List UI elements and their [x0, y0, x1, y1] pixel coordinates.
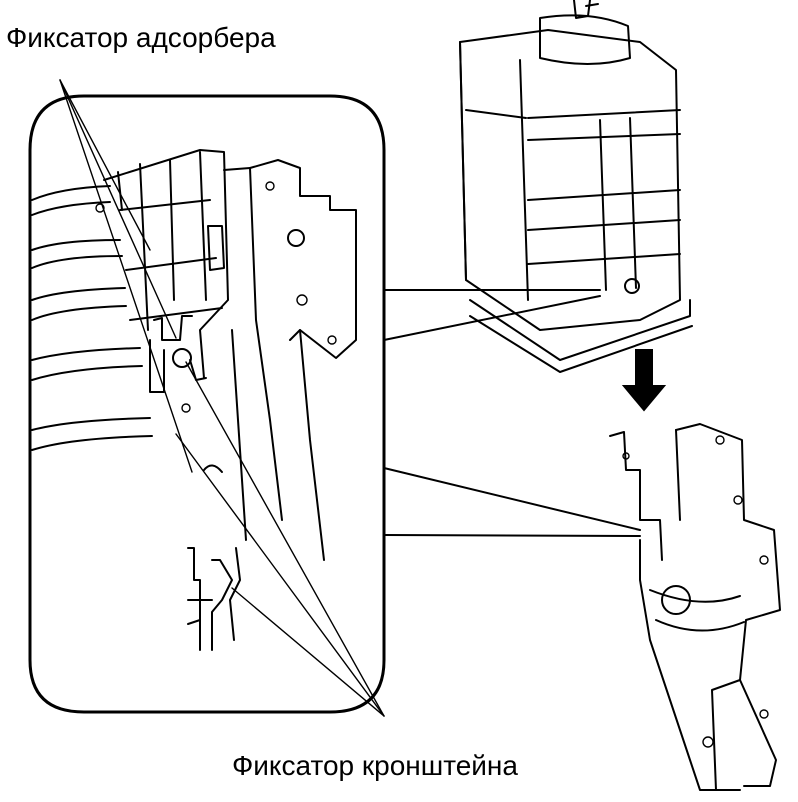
label-bracket-latch: Фиксатор кронштейна	[232, 750, 518, 781]
down-arrow	[621, 349, 667, 412]
leader-lines-top	[59, 79, 193, 473]
leader-lines-bottom	[175, 361, 385, 717]
adsorber-ribs	[31, 185, 153, 451]
detail-inset	[28, 94, 386, 714]
section-cutaway	[187, 547, 241, 651]
label-adsorber-latch: Фиксатор адсорбера	[6, 22, 276, 53]
projection-lines	[383, 289, 641, 537]
bracket-plate	[223, 159, 357, 561]
mounting-bracket	[609, 423, 781, 791]
inset-frame	[28, 94, 386, 714]
holder-frame	[95, 149, 229, 473]
adsorber-canister	[459, 0, 693, 373]
